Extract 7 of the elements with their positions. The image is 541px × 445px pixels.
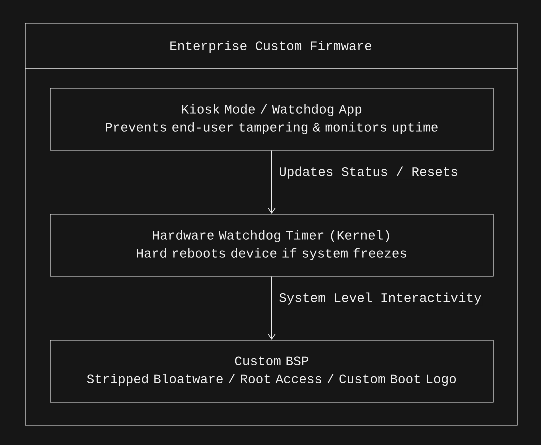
- arrow: [268, 276, 276, 340]
- edge-label: Updates Status / Resets: [278, 166, 460, 180]
- component-box: Custom BSP Stripped Bloatware / Root Access / Custom Boot Logo: [50, 340, 494, 403]
- component-box: Hardware Watchdog Timer (Kernel) Hard reboots device if system freezes: [50, 214, 494, 277]
- arrow: [268, 150, 276, 214]
- edge-label: System Level Interactivity: [278, 292, 483, 306]
- component-box: Kiosk Mode / Watchdog App Prevents end-user tampering & monitors uptime: [50, 88, 494, 151]
